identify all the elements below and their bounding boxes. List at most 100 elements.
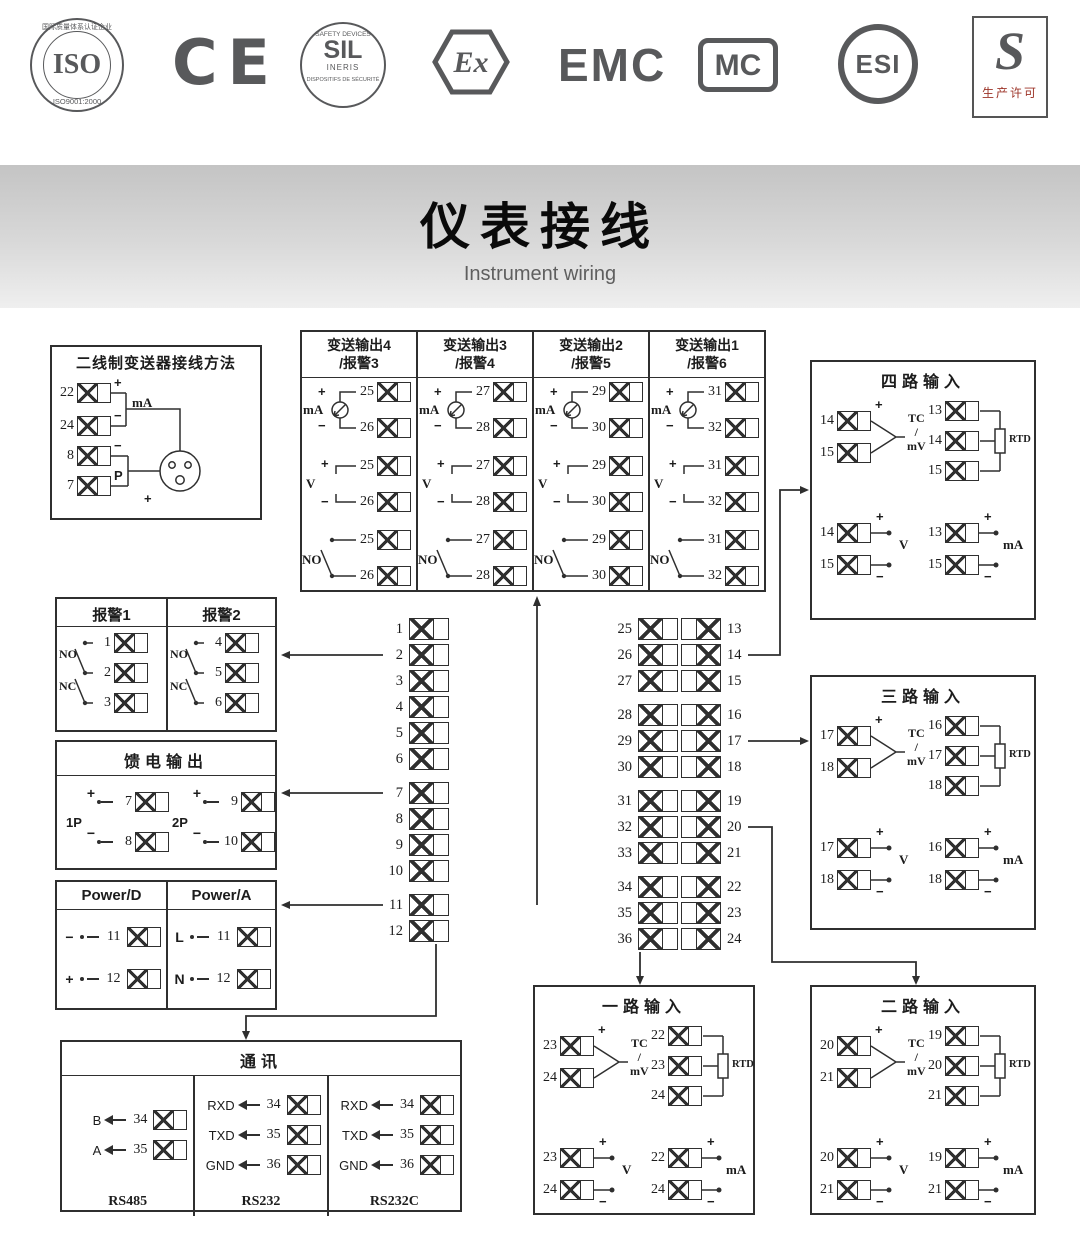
signal-label: TXD — [341, 1127, 368, 1143]
rtd-terminal: 17 — [926, 746, 979, 766]
strip-row: 9 — [383, 832, 449, 858]
terminal-number: 13 — [928, 403, 942, 418]
terminal: 24 — [541, 1180, 594, 1200]
terminal-number: 29 — [617, 732, 633, 749]
terminal-row: 24 — [58, 416, 111, 436]
screw-terminal-icon — [609, 492, 643, 512]
no-row-label: NO — [302, 552, 322, 567]
sign-label: − — [318, 418, 326, 433]
terminal-number: 12 — [388, 922, 404, 939]
ce-mark-logo: CE — [172, 26, 280, 99]
terminal-number: 24 — [543, 1182, 557, 1197]
terminal-number: 19 — [928, 1028, 942, 1043]
terminal-number: 33 — [617, 844, 633, 861]
hexagon-icon: Ex — [432, 29, 510, 95]
terminal-number: 15 — [928, 463, 942, 478]
nc-label: NC — [59, 679, 77, 693]
sign-label: − — [707, 1194, 715, 1209]
rtd-terminal: 13 — [926, 401, 979, 421]
terminal: 3 — [95, 693, 148, 713]
screw-terminal-icon — [725, 418, 759, 438]
tc-label: TC/mV — [907, 726, 926, 768]
power-row: −11 — [57, 916, 166, 958]
terminal-number: 32 — [708, 494, 722, 509]
screw-terminal-icon — [114, 633, 148, 653]
terminal-row: 32 — [706, 418, 759, 438]
v-terminal: 15 — [818, 555, 871, 575]
ma-label: mA — [1003, 537, 1024, 552]
feed-row: −8 — [85, 822, 169, 862]
emc-logo: EMC — [558, 39, 667, 91]
terminal-row: 31 — [706, 456, 759, 476]
screw-terminal-icon — [945, 746, 979, 766]
sign-label: − — [114, 408, 122, 423]
rtd-terminal: 19 — [926, 1026, 979, 1046]
screw-terminal-icon — [236, 969, 271, 989]
terminal-row: 22 — [58, 383, 111, 403]
terminal-number: 24 — [727, 930, 742, 947]
sign-label: − — [599, 1194, 607, 1209]
terminal: 30 — [590, 418, 643, 438]
terminal: 14 — [818, 411, 871, 431]
screw-terminal-icon — [609, 418, 643, 438]
screw-terminal-icon — [681, 902, 721, 924]
strip-row: 29 17 — [612, 728, 747, 754]
terminal-row: 27 — [474, 456, 527, 476]
terminal: 27 — [474, 456, 527, 476]
license-s-mark: S — [994, 21, 1026, 81]
terminal-number: 17 — [727, 732, 742, 749]
terminal-number: 30 — [592, 420, 606, 435]
terminal: 4 — [206, 633, 259, 653]
ex-text: Ex — [452, 46, 488, 79]
ma-terminal: 21 — [926, 1180, 979, 1200]
terminal-number: 31 — [708, 532, 722, 547]
terminal: 1 — [95, 633, 148, 653]
contact-lines — [185, 640, 204, 706]
screw-terminal-icon — [638, 928, 678, 950]
terminal-row: 27 — [474, 382, 527, 402]
no-label: NO — [170, 647, 188, 661]
terminal-row: 7 — [58, 476, 111, 496]
rtd-terminal: 16 — [926, 716, 979, 736]
feed-group: 2P+9−10 — [169, 782, 275, 862]
screw-terminal-icon — [560, 1036, 594, 1056]
plus-label: + — [144, 491, 152, 506]
screw-terminal-icon — [493, 382, 527, 402]
screw-terminal-icon — [153, 1140, 188, 1160]
sign-label: + — [318, 384, 326, 399]
terminal-row: 30 — [590, 566, 643, 586]
screw-terminal-icon — [493, 530, 527, 550]
screw-terminal-icon — [609, 530, 643, 550]
terminal: 25 — [358, 382, 411, 402]
sil-certification-logo: SAFETY DEVICES SIL INERIS DISPOSITIFS DE… — [300, 22, 386, 108]
terminal: 19 — [926, 1026, 979, 1046]
screw-terminal-icon — [638, 756, 678, 778]
terminal-number: 4 — [395, 698, 403, 715]
screw-terminal-icon — [681, 704, 721, 726]
screw-terminal-icon — [286, 1155, 321, 1175]
ma-row-label: mA — [651, 402, 672, 417]
terminal-number: 22 — [651, 1150, 665, 1165]
terminal-number: 35 — [133, 1142, 148, 1157]
screw-terminal-icon — [377, 530, 411, 550]
terminal-number: 36 — [399, 1157, 414, 1172]
screw-terminal-icon — [609, 456, 643, 476]
terminal: 23 — [541, 1036, 594, 1056]
terminal: 14 — [818, 523, 871, 543]
sign-label: + — [437, 456, 445, 471]
screw-terminal-icon — [377, 456, 411, 476]
page-title: 仪表接线 — [420, 199, 660, 255]
wiring-lines — [436, 391, 472, 579]
terminal: 23 — [541, 1148, 594, 1168]
sign-label: − — [437, 494, 445, 509]
terminal: 16 — [926, 716, 979, 736]
terminal-number: 29 — [592, 532, 606, 547]
terminal: 15 — [818, 555, 871, 575]
sign-label: + — [86, 785, 96, 801]
arrow-left-icon — [237, 1130, 260, 1139]
